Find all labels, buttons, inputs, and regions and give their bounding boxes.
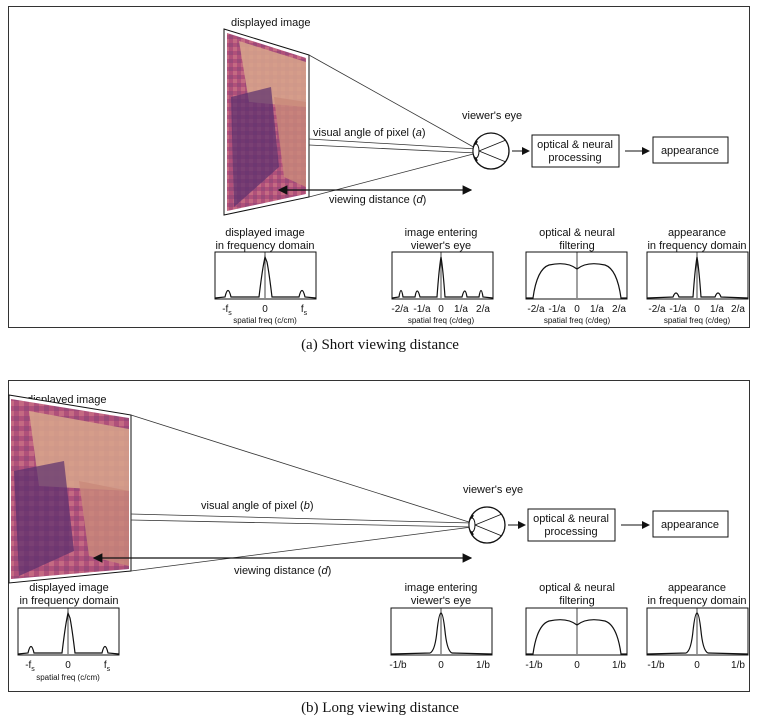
displayed-image xyxy=(8,394,132,584)
plot4-title-line1: appearance xyxy=(668,582,726,594)
processing-box-line2: processing xyxy=(548,152,601,164)
displayed-image xyxy=(223,28,310,216)
plot2-frame xyxy=(391,251,494,300)
plot4-axis-label: spatial freq (c/deg) xyxy=(664,316,731,325)
plot4-title-line2: in frequency domain xyxy=(647,595,746,607)
plot3-title-line1: optical & neural xyxy=(539,582,615,594)
plot3-frame xyxy=(525,251,628,300)
processing-box xyxy=(527,508,616,542)
plot3-frame xyxy=(525,607,628,656)
appearance-box xyxy=(652,510,729,538)
plot1-title-line1: displayed image xyxy=(225,227,305,239)
plot1-tick-pos: fs xyxy=(301,304,308,317)
plot2-title-line1: image entering xyxy=(405,227,478,239)
plot4-tick-2: -1/a xyxy=(669,304,687,315)
viewers-eye-label: viewer's eye xyxy=(463,484,523,496)
plot4-tick-1: -2/a xyxy=(648,304,666,315)
caption-short: (a) Short viewing distance xyxy=(301,337,459,353)
plot4-frame xyxy=(646,607,749,656)
plot3-tick-3: 0 xyxy=(574,304,580,315)
eye-icon xyxy=(472,132,510,170)
plot2-tick-5: 2/a xyxy=(476,304,490,315)
plot4-tick-1: -1/b xyxy=(647,660,665,671)
plot4-tick-3: 1/b xyxy=(731,660,745,671)
plot1-tick-zero: 0 xyxy=(262,304,268,315)
processing-box-line1: optical & neural xyxy=(537,139,613,151)
processing-box-line2: processing xyxy=(544,526,597,538)
plot4-tick-5: 2/a xyxy=(731,304,745,315)
plot4-tick-2: 0 xyxy=(694,660,700,671)
appearance-box xyxy=(652,136,729,164)
visual-angle-label: visual angle of pixel (b) xyxy=(201,500,314,512)
plot2-title-line1: image entering xyxy=(405,582,478,594)
panel-long-viewing-distance: displayed image visual angle of pixel (b… xyxy=(8,380,750,692)
plot2-title-line2: viewer's eye xyxy=(411,240,471,252)
plot3-title-line1: optical & neural xyxy=(539,227,615,239)
plot4-title-line1: appearance xyxy=(668,227,726,239)
plot1-title-line2: in frequency domain xyxy=(215,240,314,252)
plot3-axis-label: spatial freq (c/deg) xyxy=(544,316,611,325)
plot4-tick-4: 1/a xyxy=(710,304,724,315)
plot3-tick-2: 0 xyxy=(574,660,580,671)
plot3-tick-1: -1/b xyxy=(525,660,543,671)
plot2-tick-4: 1/a xyxy=(454,304,468,315)
plot2-axis-label: spatial freq (c/deg) xyxy=(408,316,475,325)
plot1-tick-neg: -fs xyxy=(222,304,232,317)
plot3-tick-1: -2/a xyxy=(527,304,545,315)
plot1-tick-zero: 0 xyxy=(65,660,71,671)
viewing-distance-label: viewing distance (d) xyxy=(234,565,331,577)
viewers-eye-label: viewer's eye xyxy=(462,110,522,122)
plot2-title-line2: viewer's eye xyxy=(411,595,471,607)
plot1-axis-label: spatial freq (c/cm) xyxy=(36,673,100,682)
plot2-tick-2: -1/a xyxy=(413,304,431,315)
plot2-tick-3: 0 xyxy=(438,304,444,315)
plot3-tick-3: 1/b xyxy=(612,660,626,671)
plot3-title-line2: filtering xyxy=(559,240,594,252)
plot1-title-line2: in frequency domain xyxy=(19,595,118,607)
plot3-tick-5: 2/a xyxy=(612,304,626,315)
eye-icon xyxy=(468,506,506,544)
panel-short-viewing-distance: displayed image visual angle of pixel (a… xyxy=(8,6,750,328)
diagram-short: displayed image visual angle of pixel (a… xyxy=(214,17,749,325)
plot1-tick-neg: -fs xyxy=(25,660,35,673)
caption-long: (b) Long viewing distance xyxy=(301,700,459,716)
plot3-tick-2: -1/a xyxy=(548,304,566,315)
plot2-frame xyxy=(390,607,493,656)
appearance-box-label: appearance xyxy=(661,145,719,157)
processing-box-line1: optical & neural xyxy=(533,513,609,525)
plot4-tick-3: 0 xyxy=(694,304,700,315)
visual-angle-label: visual angle of pixel (a) xyxy=(313,127,426,139)
plot4-title-line2: in frequency domain xyxy=(647,240,746,252)
plot1-title-line1: displayed image xyxy=(29,582,109,594)
processing-box xyxy=(531,134,620,168)
plot3-title-line2: filtering xyxy=(559,595,594,607)
plot3-tick-4: 1/a xyxy=(590,304,604,315)
plot1-tick-pos: fs xyxy=(104,660,111,673)
displayed-image-label: displayed image xyxy=(231,17,311,29)
plot2-tick-2: 0 xyxy=(438,660,444,671)
plot1-axis-label: spatial freq (c/cm) xyxy=(233,316,297,325)
plot2-tick-3: 1/b xyxy=(476,660,490,671)
viewing-distance-label: viewing distance (d) xyxy=(329,194,426,206)
plot2-tick-1: -2/a xyxy=(391,304,409,315)
plot2-tick-1: -1/b xyxy=(389,660,407,671)
appearance-box-label: appearance xyxy=(661,519,719,531)
diagram-long: displayed image visual angle of pixel (b… xyxy=(8,394,749,682)
